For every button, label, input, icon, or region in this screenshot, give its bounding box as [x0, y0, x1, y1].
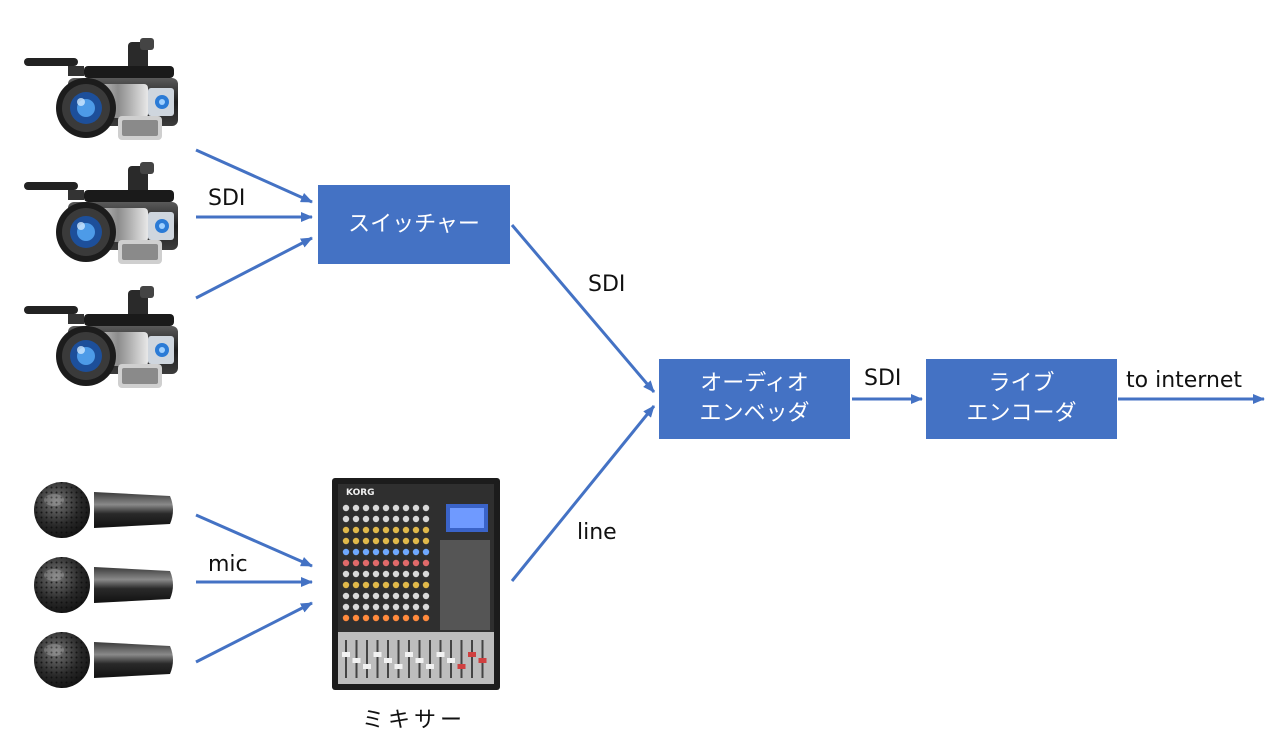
live-encoder-label-line2: エンコーダ: [966, 401, 1077, 426]
arrow-mic3-to-mixer: [195, 601, 313, 664]
video-camera-icon: [24, 286, 178, 388]
live-encoder-box: ライブ エンコーダ: [926, 359, 1117, 439]
audio-embedder-box: オーディオ エンベッダ: [659, 359, 850, 439]
arrow-mixer-to-embedder: [510, 405, 656, 582]
video-camera-icon: [24, 38, 178, 140]
audio-mixer-icon: KORG: [332, 478, 500, 690]
connector-arrows: [195, 148, 1265, 664]
edge-label-to-internet: to internet: [1126, 368, 1243, 393]
edge-label-mics-mic: mic: [208, 552, 248, 577]
arrow-mic1-to-mixer: [195, 513, 313, 568]
video-camera-icon: [24, 162, 178, 264]
mixer-label: ミキサー: [362, 708, 467, 733]
microphone-icon: [34, 632, 173, 688]
audio-embedder-label-line1: オーディオ: [700, 371, 809, 396]
arrow-camera3-to-switcher: [195, 236, 313, 300]
microphone-icon: [34, 482, 173, 538]
live-encoder-label-line1: ライブ: [988, 371, 1055, 396]
edge-label-switcher-sdi: SDI: [588, 272, 626, 297]
arrow-switcher-to-embedder: [510, 224, 656, 393]
edge-label-embedder-sdi: SDI: [864, 366, 902, 391]
switcher-label: スイッチャー: [348, 211, 480, 237]
edge-label-mixer-line: line: [577, 520, 617, 545]
audio-embedder-label-line2: エンベッダ: [699, 401, 810, 426]
edge-label-cameras-sdi: SDI: [208, 186, 246, 211]
switcher-box: スイッチャー: [318, 185, 510, 264]
arrow-camera1-to-switcher: [195, 148, 313, 204]
microphone-icon: [34, 557, 173, 613]
mixer-brand: KORG: [346, 488, 375, 498]
